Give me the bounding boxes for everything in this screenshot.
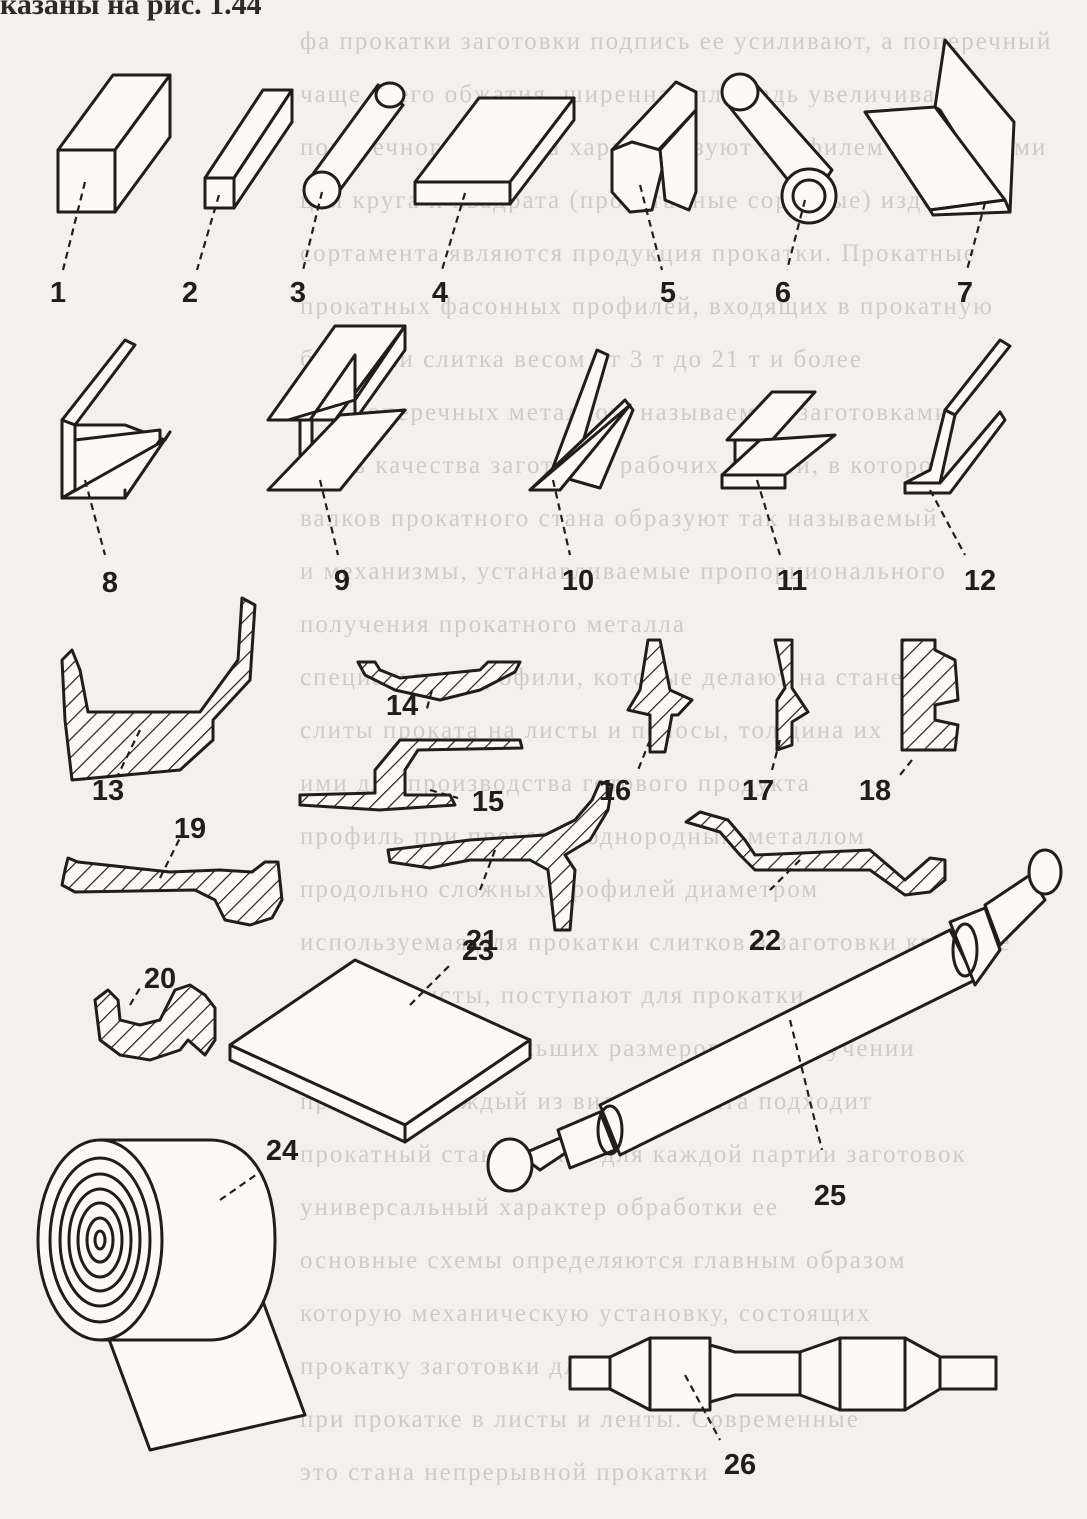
label-9: 9 <box>334 565 350 597</box>
profile-3-round-bar <box>301 81 406 271</box>
page-heading: казаны на рис. 1.44 <box>0 0 262 21</box>
profile-16-section <box>626 638 694 771</box>
label-11: 11 <box>777 565 808 597</box>
label-12: 12 <box>964 565 996 597</box>
label-5: 5 <box>660 277 676 309</box>
profile-17-section <box>770 638 810 771</box>
profile-1-square-bar <box>56 73 172 271</box>
profile-24-coil <box>36 1138 307 1452</box>
label-17: 17 <box>742 775 774 807</box>
profile-5-hexagon-bar <box>610 80 698 271</box>
profile-7-angle <box>863 38 1016 271</box>
background-text-line: валков прокатного стана образуют так наз… <box>300 505 939 531</box>
label-25: 25 <box>814 1180 846 1212</box>
label-23: 23 <box>462 935 494 967</box>
label-15: 15 <box>472 786 504 818</box>
profile-13-section <box>60 596 257 782</box>
profile-26-forging-blank <box>568 1336 998 1441</box>
profile-23-plate <box>228 958 532 1144</box>
label-26: 26 <box>724 1449 756 1481</box>
label-18: 18 <box>859 775 891 807</box>
background-text-line: получения прокатного металла <box>300 611 686 637</box>
background-text-line: которую механическую установку, состоящи… <box>300 1300 872 1326</box>
background-text-line: универсальный характер обработки ее <box>300 1194 779 1220</box>
label-24: 24 <box>266 1135 298 1167</box>
label-8: 8 <box>102 567 118 599</box>
profile-10-t-bar <box>528 348 635 556</box>
label-22: 22 <box>749 925 781 957</box>
background-text-line: фа прокатки заготовки подпись ее усилива… <box>300 28 1053 54</box>
profile-20-section <box>93 983 217 1062</box>
profile-2-small-square-bar <box>195 88 294 271</box>
label-21: 21 <box>466 925 498 957</box>
label-3: 3 <box>290 277 306 309</box>
label-10: 10 <box>562 565 594 597</box>
profile-21-section <box>386 780 614 932</box>
label-7: 7 <box>957 277 973 309</box>
background-text-line: сортамента являются продукция прокатки. … <box>300 240 977 266</box>
profile-11-rail <box>720 390 837 556</box>
background-text-line: чаще всего обжатия, ширенная площадь уве… <box>300 81 989 107</box>
profile-9-i-beam <box>266 324 407 556</box>
label-6: 6 <box>775 277 791 309</box>
profile-8-channel <box>60 338 172 556</box>
label-2: 2 <box>182 277 198 309</box>
label-14: 14 <box>386 690 418 722</box>
label-4: 4 <box>432 277 448 309</box>
profile-4-flat-bar <box>413 96 576 271</box>
background-text-line: прокатных фасонных профилей, входящих в … <box>300 293 994 319</box>
label-1: 1 <box>50 277 66 309</box>
label-20: 20 <box>144 963 176 995</box>
profile-18-section <box>899 638 960 776</box>
background-text-line: это стана непрерывной прокатки <box>300 1459 710 1485</box>
background-text-line: и механизмы, устанавливаемые пропорциона… <box>300 558 947 584</box>
profile-12-z-section <box>903 338 1012 556</box>
profile-25-shaft <box>486 848 1063 1193</box>
profile-22-section <box>684 810 947 897</box>
background-text-line: при прокатке в листы и ленты. Современны… <box>300 1406 860 1432</box>
background-text-line: основные схемы определяются главным обра… <box>300 1247 907 1273</box>
background-text-line: используемая для прокатки слитков в заго… <box>300 929 1012 955</box>
label-13: 13 <box>92 775 124 807</box>
profile-6-pipe <box>720 72 838 271</box>
profile-19-section <box>60 837 284 927</box>
profile-15-section <box>298 738 524 812</box>
background-text-line: часть качества заготовки рабочих клетей,… <box>300 452 949 478</box>
label-19: 19 <box>174 813 206 845</box>
label-16: 16 <box>599 775 631 807</box>
profile-14-section <box>356 660 522 713</box>
